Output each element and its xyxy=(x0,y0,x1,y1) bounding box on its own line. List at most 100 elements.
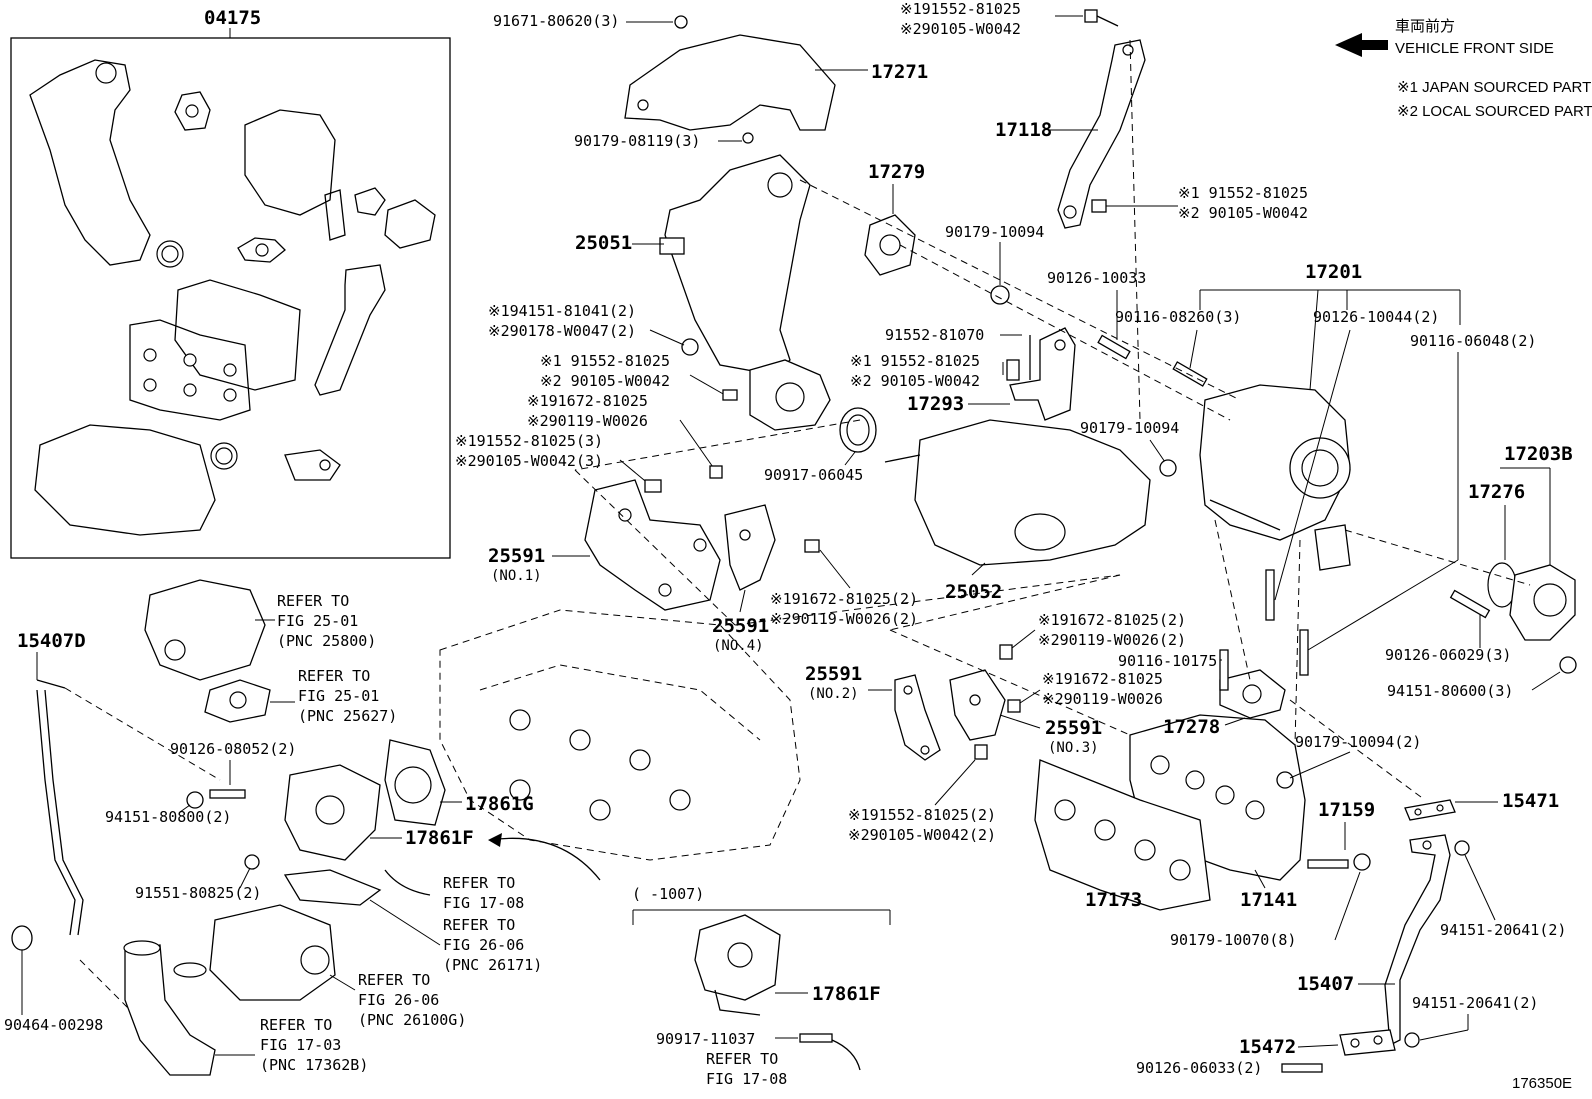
label-91672-81025-h[interactable]: ※191672-81025(2) xyxy=(1038,611,1186,629)
label-91552-81025-f[interactable]: ※191552-81025(3) xyxy=(455,432,603,450)
part-17276-label[interactable]: 17276 xyxy=(1468,481,1525,503)
label-91552-81025-c[interactable]: ※1 91552-81025 xyxy=(540,352,670,370)
bracket-17293[interactable] xyxy=(1009,327,1076,421)
part-04175-label[interactable]: 04175 xyxy=(204,7,261,29)
hose-15407D[interactable] xyxy=(36,679,76,936)
part-90179-08119-label[interactable]: 90179-08119(3) xyxy=(574,132,700,150)
part-25591-no4-label[interactable]: 25591 xyxy=(712,615,769,637)
part-17141-label[interactable]: 17141 xyxy=(1240,889,1297,911)
gasket-17861G[interactable] xyxy=(384,739,446,826)
part-90116-08260-label[interactable]: 90116-08260(3) xyxy=(1115,308,1241,326)
part-17293-label[interactable]: 17293 xyxy=(907,393,964,415)
part-17279-label[interactable]: 17279 xyxy=(868,161,925,183)
label-90105-w0042-d[interactable]: ※2 90105-W0042 xyxy=(850,372,980,390)
part-90179-10094-c-label[interactable]: 90179-10094(2) xyxy=(1295,733,1421,751)
part-94151-20641-b-label[interactable]: 94151-20641(2) xyxy=(1412,994,1538,1012)
part-90126-10033-label[interactable]: 90126-10033 xyxy=(1047,269,1146,287)
part-90126-06033-label[interactable]: 90126-06033(2) xyxy=(1136,1059,1262,1077)
gasket-17173[interactable] xyxy=(1034,759,1211,911)
ref-17362-line1[interactable]: REFER TO xyxy=(260,1016,332,1034)
part-90126-08052-label[interactable]: 90126-08052(2) xyxy=(170,740,296,758)
label-90119-w0026-g[interactable]: ※290119-W0026(2) xyxy=(770,610,918,628)
part-15407D-label[interactable]: 15407D xyxy=(17,630,86,652)
ref-25627-line1[interactable]: REFER TO xyxy=(298,667,370,685)
stay-17118[interactable] xyxy=(1057,39,1146,229)
label-90105-w0042-right[interactable]: ※2 90105-W0042 xyxy=(1178,204,1308,222)
part-25052-label[interactable]: 25052 xyxy=(945,581,1002,603)
part-25591-no1-label[interactable]: 25591 xyxy=(488,545,545,567)
part-90917-11037-label[interactable]: 90917-11037 xyxy=(656,1030,755,1048)
ref-25800-line2[interactable]: FIG 25-01 xyxy=(277,612,358,630)
catalytic-converter-25052[interactable] xyxy=(884,419,1151,566)
part-17861F-b-label[interactable]: 17861F xyxy=(812,983,881,1005)
part-90179-10094-b-label[interactable]: 90179-10094 xyxy=(1080,419,1179,437)
label-94151-81041[interactable]: ※194151-81041(2) xyxy=(488,302,636,320)
ref-1708a-line2[interactable]: FIG 17-08 xyxy=(443,894,524,912)
part-94151-20641-a-label[interactable]: 94151-20641(2) xyxy=(1440,921,1566,939)
ref-26171-line1[interactable]: REFER TO xyxy=(443,916,515,934)
part-17861F-a-label[interactable]: 17861F xyxy=(405,827,474,849)
label-91552-81025-top[interactable]: ※191552-81025 xyxy=(900,0,1021,18)
egr-adapter-17861F[interactable] xyxy=(284,764,381,861)
gasket-90917-06045[interactable] xyxy=(839,407,877,453)
ref-26100-line2[interactable]: FIG 26-06 xyxy=(358,991,439,1009)
ref-26171-line2[interactable]: FIG 26-06 xyxy=(443,936,524,954)
part-17271-label[interactable]: 17271 xyxy=(871,61,928,83)
gasket-17279[interactable] xyxy=(864,214,916,276)
oil-pipe-15407[interactable] xyxy=(1384,834,1451,1047)
ref-25627-line2[interactable]: FIG 25-01 xyxy=(298,687,379,705)
ref-25800-line1[interactable]: REFER TO xyxy=(277,592,349,610)
part-90179-10094-a-label[interactable]: 90179-10094 xyxy=(945,223,1044,241)
ref-1708a-line1[interactable]: REFER TO xyxy=(443,874,515,892)
part-94151-80800-label[interactable]: 94151-80800(2) xyxy=(105,808,231,826)
catalytic-converter-25051[interactable] xyxy=(659,154,831,431)
gasket-15471[interactable] xyxy=(1404,799,1456,821)
ref-26171-line3[interactable]: (PNC 26171) xyxy=(443,956,542,974)
part-17159-label[interactable]: 17159 xyxy=(1318,799,1375,821)
bracket-25591-no2[interactable] xyxy=(894,674,941,761)
label-91552-81025-d[interactable]: ※1 91552-81025 xyxy=(850,352,980,370)
part-17278-label[interactable]: 17278 xyxy=(1163,716,1220,738)
turbocharger-17201[interactable] xyxy=(1199,384,1351,571)
label-91552-81025-right[interactable]: ※1 91552-81025 xyxy=(1178,184,1308,202)
ref-17362-line3[interactable]: (PNC 17362B) xyxy=(260,1056,368,1074)
label-90119-w0026-i[interactable]: ※290119-W0026 xyxy=(1042,690,1163,708)
label-90105-w0042-f[interactable]: ※290105-W0042(3) xyxy=(455,452,603,470)
part-17118-label[interactable]: 17118 xyxy=(995,119,1052,141)
part-90116-10175-label[interactable]: 90116-10175 xyxy=(1118,652,1217,670)
label-91672-81025-e[interactable]: ※191672-81025 xyxy=(527,392,648,410)
part-91552-81070-label[interactable]: 91552-81070 xyxy=(885,326,984,344)
part-15471-label[interactable]: 15471 xyxy=(1502,790,1559,812)
part-90126-10044-label[interactable]: 90126-10044(2) xyxy=(1313,308,1439,326)
part-25591-no2-label[interactable]: 25591 xyxy=(805,663,862,685)
label-90119-w0026-e[interactable]: ※290119-W0026 xyxy=(527,412,648,430)
ref-26100-line1[interactable]: REFER TO xyxy=(358,971,430,989)
gasket-17278[interactable] xyxy=(1219,669,1286,719)
label-91672-81025-i[interactable]: ※191672-81025 xyxy=(1042,670,1163,688)
part-90917-06045-label[interactable]: 90917-06045 xyxy=(764,466,863,484)
gasket-15472[interactable] xyxy=(1339,1029,1396,1056)
part-15472-label[interactable]: 15472 xyxy=(1239,1036,1296,1058)
label-90178-w0047[interactable]: ※290178-W0047(2) xyxy=(488,322,636,340)
label-91672-81025-g[interactable]: ※191672-81025(2) xyxy=(770,590,918,608)
bracket-25591-no4[interactable] xyxy=(724,504,776,591)
part-17861G-label[interactable]: 17861G xyxy=(465,793,534,815)
part-91671-label[interactable]: 91671-80620(3) xyxy=(493,12,619,30)
part-90116-06048-label[interactable]: 90116-06048(2) xyxy=(1410,332,1536,350)
part-90179-10070-label[interactable]: 90179-10070(8) xyxy=(1170,931,1296,949)
label-91552-81025-j[interactable]: ※191552-81025(2) xyxy=(848,806,996,824)
part-90126-06029-label[interactable]: 90126-06029(3) xyxy=(1385,646,1511,664)
part-15407-label[interactable]: 15407 xyxy=(1297,973,1354,995)
part-25591-no3-label[interactable]: 25591 xyxy=(1045,717,1102,739)
part-17173-label[interactable]: 17173 xyxy=(1085,889,1142,911)
ref-26100-line3[interactable]: (PNC 26100G) xyxy=(358,1011,466,1029)
ref-1708b-line1[interactable]: REFER TO xyxy=(706,1050,778,1068)
label-90105-w0042-c[interactable]: ※2 90105-W0042 xyxy=(540,372,670,390)
part-25051-label[interactable]: 25051 xyxy=(575,232,632,254)
heat-insulator-17271[interactable] xyxy=(624,34,836,144)
ref-17362-line2[interactable]: FIG 17-03 xyxy=(260,1036,341,1054)
part-91551-80825-label[interactable]: 91551-80825(2) xyxy=(135,884,261,902)
part-17201-label[interactable]: 17201 xyxy=(1305,261,1362,283)
ref-1708b-line2[interactable]: FIG 17-08 xyxy=(706,1070,787,1088)
bracket-25591-no3[interactable] xyxy=(949,669,1006,741)
